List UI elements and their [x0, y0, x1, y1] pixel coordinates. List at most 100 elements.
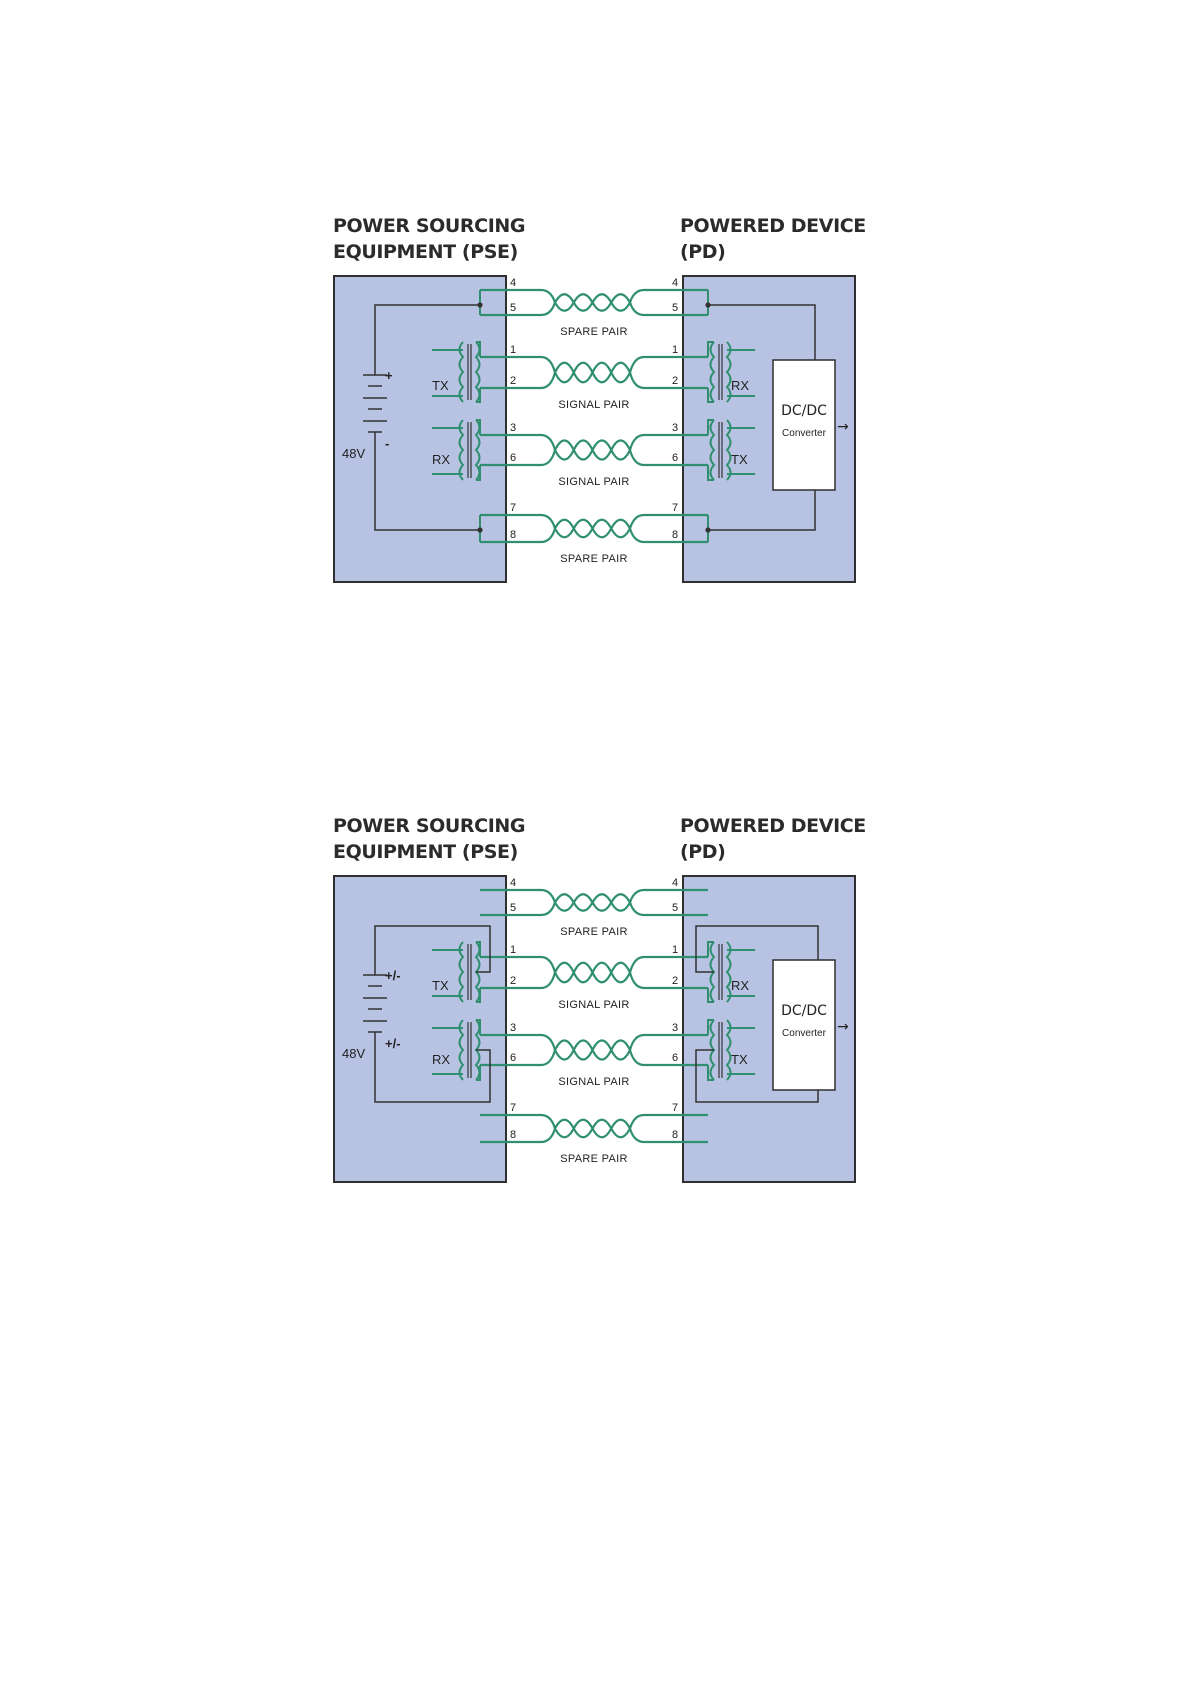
- pd-pin-8-label: 8: [672, 1129, 678, 1141]
- pse-pin-2-label: 2: [510, 375, 516, 387]
- pd-power-input-wire: [695, 925, 819, 973]
- pse-pin-4-label: 4: [510, 277, 516, 289]
- pse-pin-3-label: 3: [510, 422, 516, 434]
- pd-title-line2: (PD): [680, 841, 725, 863]
- pse-rx-transformer-primary-coil: [458, 419, 465, 481]
- pd-rx-label: RX: [731, 378, 749, 393]
- pd-title-line1: POWERED DEVICE: [680, 215, 866, 237]
- pse-pin-6-label: 6: [510, 452, 516, 464]
- pse-rx-transformer-secondary-coil: [474, 419, 481, 481]
- pse-pin-1-label: 1: [510, 944, 516, 956]
- pse-title-line1: POWER SOURCING: [333, 815, 525, 837]
- output-arrow-icon: →: [837, 419, 849, 435]
- pd-rx-transformer-primary-coil: [709, 341, 716, 403]
- pd-pin-3-label: 3: [672, 422, 678, 434]
- converter-label: Converter: [782, 1028, 827, 1039]
- pd-pin-7-label: 7: [672, 1102, 678, 1114]
- poe-diagram-mode-a: POWER SOURCING EQUIPMENT (PSE) POWERED DEV…: [0, 170, 1191, 790]
- pse-tx-lead-top: [476, 941, 481, 957]
- pse-pin-5-label: 5: [510, 302, 516, 314]
- spare-pair-top-label: SPARE PAIR: [560, 326, 627, 338]
- pse-rx-lead-bottom: [476, 1065, 481, 1081]
- battery-bottom-sign: -: [385, 436, 389, 451]
- pse-pin-1-label: 1: [510, 344, 516, 356]
- pd-rx-transformer-secondary-coil: [725, 941, 732, 1003]
- pd-pin-2-label: 2: [672, 975, 678, 987]
- pse-tx-label: TX: [432, 978, 449, 993]
- pd-rx-lead-bottom: [707, 988, 714, 1003]
- spare-pair-bottom-label: SPARE PAIR: [560, 553, 627, 565]
- pd-pin-1-label: 1: [672, 344, 678, 356]
- pd-pin-4-label: 4: [672, 877, 678, 889]
- battery-top-sign: +/-: [385, 968, 401, 983]
- pse-tx-transformer-secondary-coil: [474, 341, 481, 403]
- pd-tx-label: TX: [731, 1052, 748, 1067]
- battery-bottom-sign: +/-: [385, 1036, 401, 1051]
- pd-title-line2: (PD): [680, 241, 725, 263]
- spare-pair-bottom-wire-b: [506, 518, 683, 544]
- pd-rx-lead-bottom: [707, 388, 714, 403]
- pse-title-line2: EQUIPMENT (PSE): [333, 841, 518, 863]
- pd-tx-lead-bottom: [707, 465, 714, 481]
- spare-pair-top-wire-b: [506, 293, 683, 317]
- pse-power-positive-wire: [374, 304, 480, 375]
- pse-rx-lead-top: [476, 1019, 481, 1035]
- pse-pin-5-label: 5: [510, 902, 516, 914]
- pse-tx-lead-bottom: [476, 388, 481, 403]
- pd-tx-label: TX: [731, 452, 748, 467]
- pse-pin-2-label: 2: [510, 975, 516, 987]
- pd-pin-6-label: 6: [672, 1052, 678, 1064]
- pse-pin-3-label: 3: [510, 1022, 516, 1034]
- pse-junction-dot: [477, 302, 483, 308]
- signal-pair-upper-label: SIGNAL PAIR: [558, 999, 629, 1011]
- converter-label: Converter: [782, 428, 827, 439]
- pse-pin-8-label: 8: [510, 529, 516, 541]
- pse-power-negative-wire: [374, 432, 480, 531]
- signal-pair-lower-label: SIGNAL PAIR: [558, 1076, 629, 1088]
- spare-pair-top-label: SPARE PAIR: [560, 926, 627, 938]
- output-arrow-icon: →: [837, 1019, 849, 1035]
- pd-pin-7-label: 7: [672, 502, 678, 514]
- pd-power-return-wire: [708, 490, 816, 531]
- dcdc-label: DC/DC: [781, 403, 827, 419]
- signal-pair-lower-wire-b: [506, 439, 683, 467]
- pd-rx-transformer-secondary-coil: [725, 341, 732, 403]
- pse-title-line1: POWER SOURCING: [333, 215, 525, 237]
- pse-pin-7-label: 7: [510, 502, 516, 514]
- pd-pin-8-label: 8: [672, 529, 678, 541]
- voltage-label: 48V: [342, 446, 365, 461]
- pse-pin-7-label: 7: [510, 1102, 516, 1114]
- voltage-label: 48V: [342, 1046, 365, 1061]
- pd-rx-label: RX: [731, 978, 749, 993]
- pd-tx-transformer-secondary-coil: [725, 419, 732, 481]
- pd-pin-5-label: 5: [672, 902, 678, 914]
- pse-power-negative-wire: [374, 1032, 491, 1103]
- dcdc-converter-box: [772, 959, 836, 1091]
- pd-tx-lead-bottom: [707, 1065, 714, 1081]
- dcdc-label: DC/DC: [781, 1003, 827, 1019]
- pse-box: [333, 875, 507, 1183]
- pd-tx-lead-top: [707, 419, 714, 435]
- pse-rx-label: RX: [432, 1052, 450, 1067]
- spare-pair-top-wire-b: [506, 893, 683, 917]
- pd-pin-4-label: 4: [672, 277, 678, 289]
- pse-tx-transformer-primary-coil: [458, 341, 465, 403]
- spare-pair-bottom-wire-b: [506, 1118, 683, 1144]
- signal-pair-upper-wire-b: [506, 961, 683, 990]
- pse-power-positive-wire: [374, 925, 491, 975]
- pse-title-line2: EQUIPMENT (PSE): [333, 241, 518, 263]
- pd-tx-transformer-primary-coil: [709, 419, 716, 481]
- pd-pin-6-label: 6: [672, 452, 678, 464]
- pd-pin-2-label: 2: [672, 375, 678, 387]
- signal-pair-lower-label: SIGNAL PAIR: [558, 476, 629, 488]
- pd-power-input-wire: [708, 304, 816, 360]
- signal-pair-lower-wire-b: [506, 1039, 683, 1067]
- battery-top-sign: +: [385, 368, 393, 383]
- pd-pin-1-label: 1: [672, 944, 678, 956]
- pd-rx-lead-top: [707, 341, 714, 357]
- pse-tx-label: TX: [432, 378, 449, 393]
- pse-junction-dot: [477, 527, 483, 533]
- signal-pair-upper-wire-b: [506, 361, 683, 390]
- pse-pin-6-label: 6: [510, 1052, 516, 1064]
